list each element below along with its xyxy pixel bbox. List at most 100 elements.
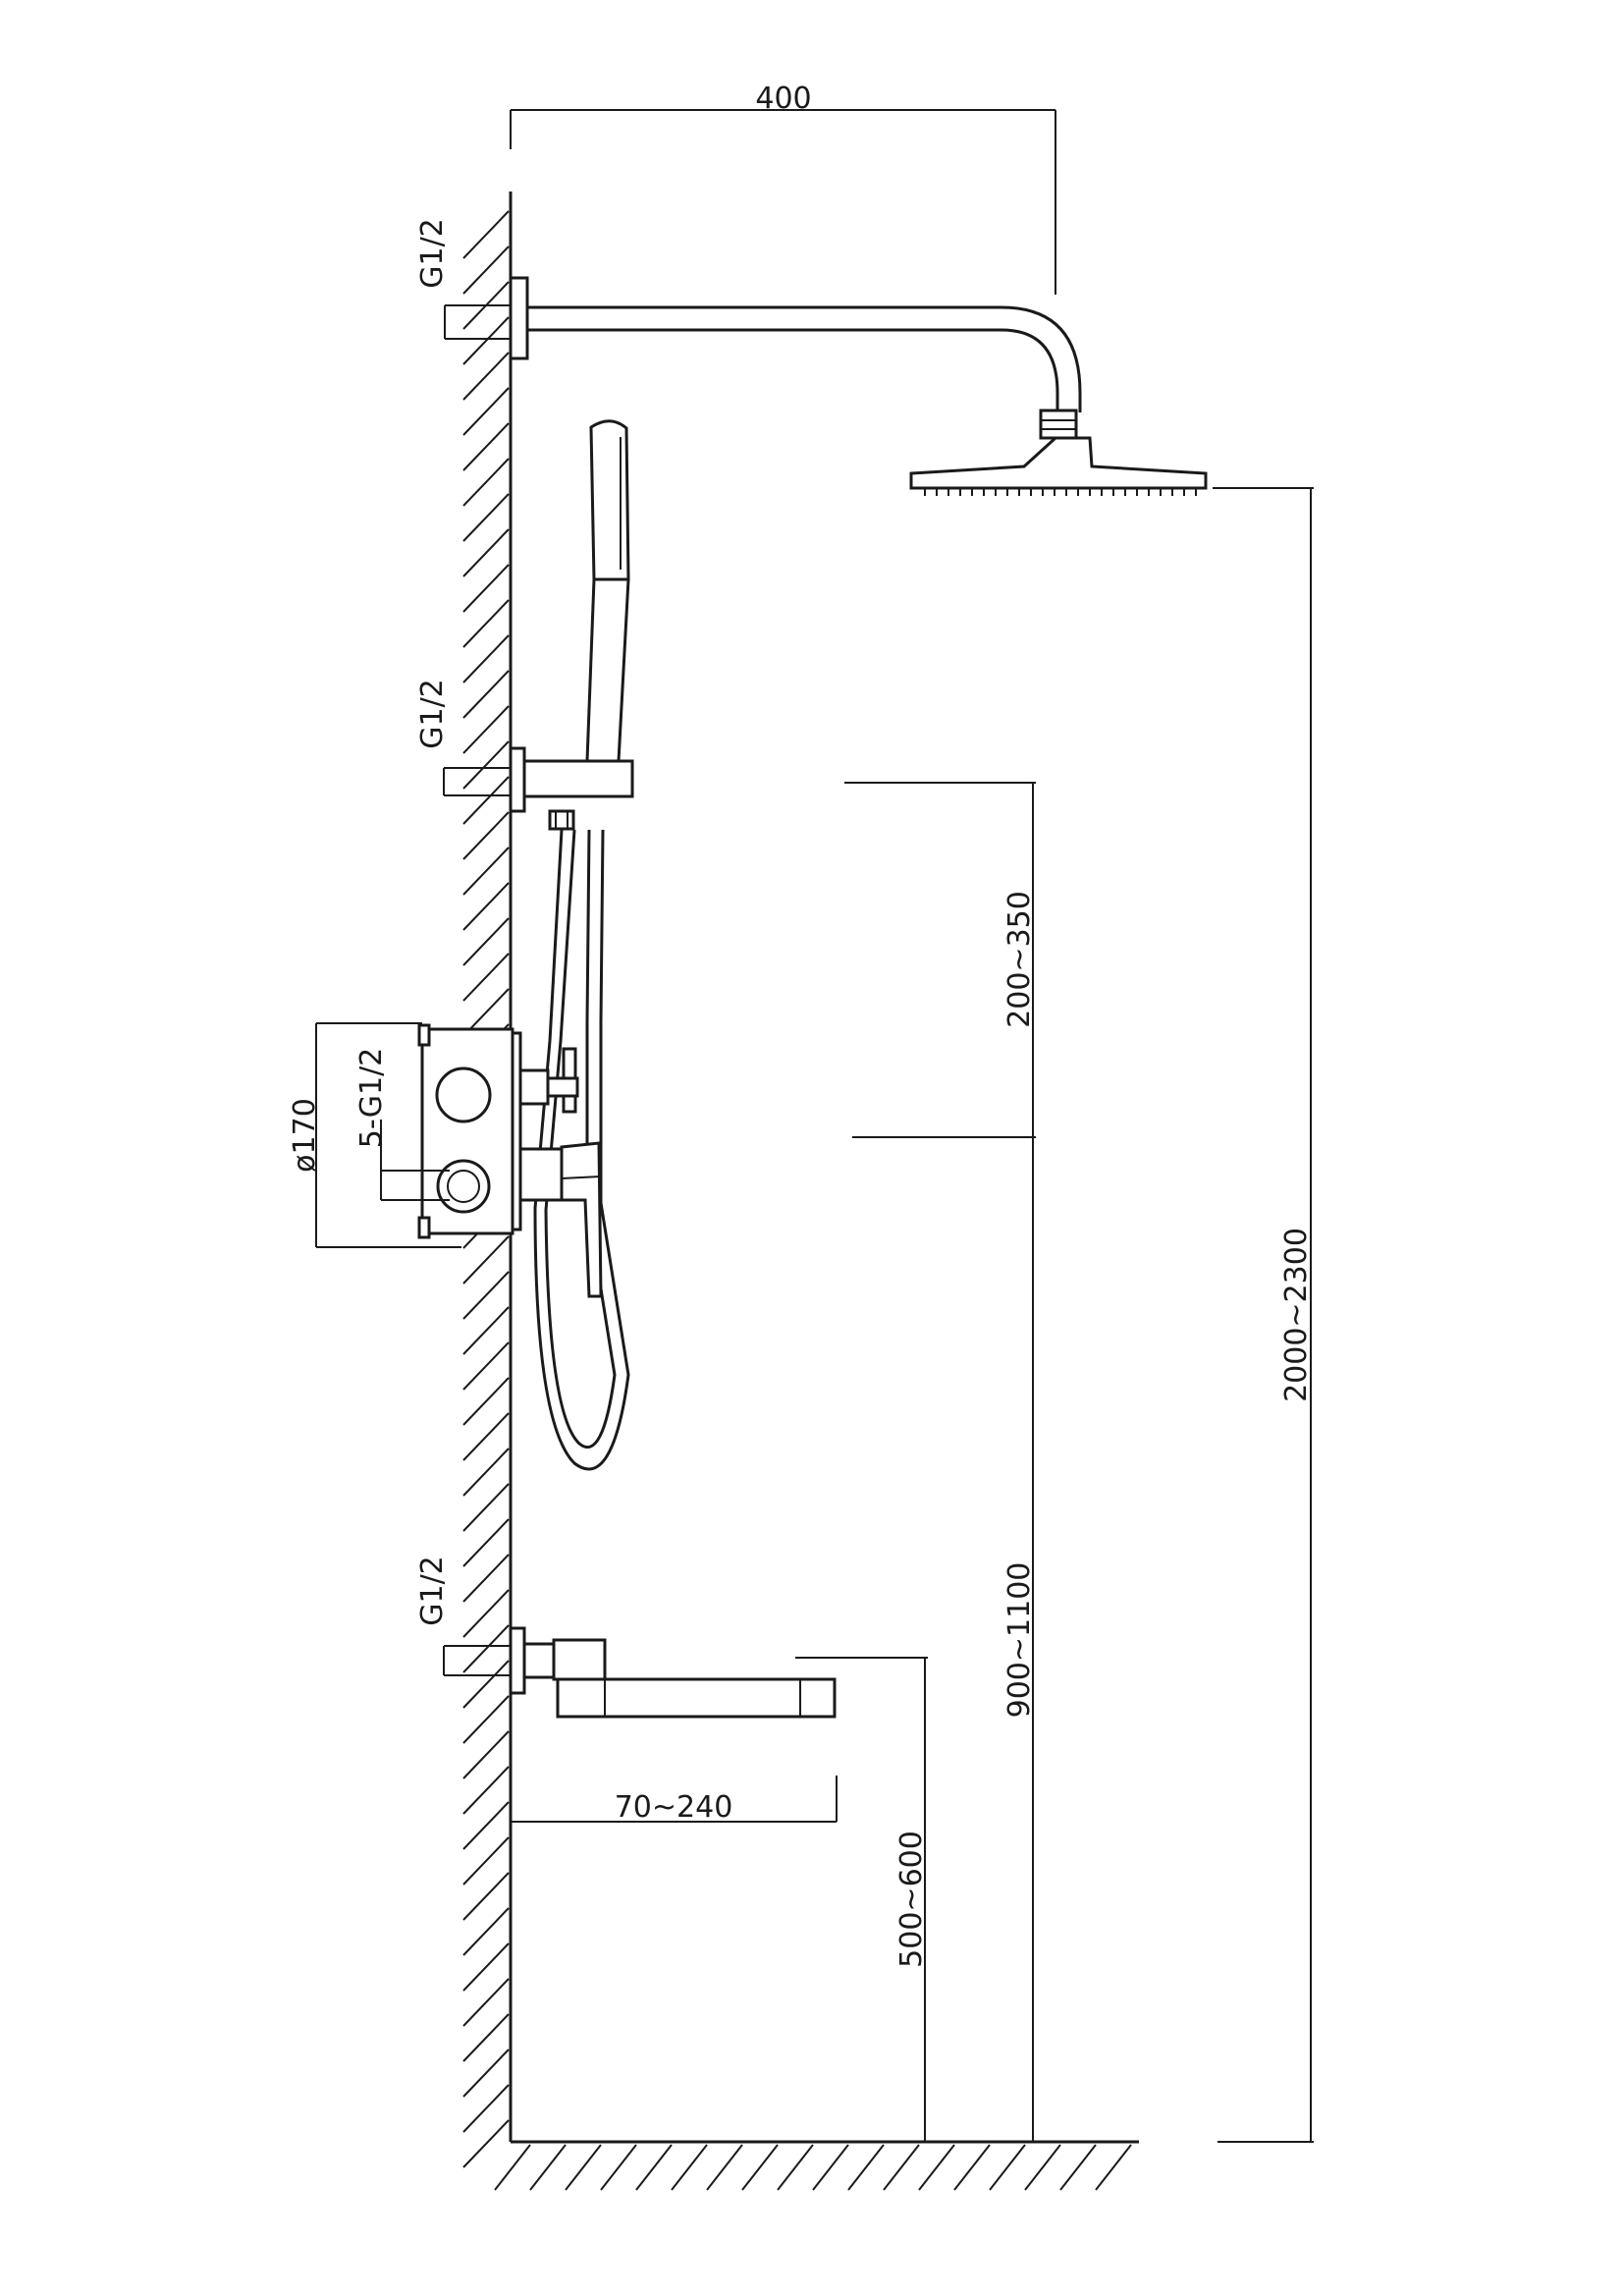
hose-connector: [548, 809, 575, 831]
valve-diameter-label: ø170: [288, 1098, 322, 1173]
hatch-line: [462, 953, 510, 1002]
hatch-line: [462, 1412, 510, 1461]
hose: [533, 829, 630, 1471]
diverter-knob: [518, 1068, 550, 1106]
hatch-line: [706, 2144, 743, 2191]
inlet-top: G1/2: [415, 218, 511, 340]
dimension-holder-to-valve: 200~350: [844, 782, 1037, 1138]
hatch-line: [462, 210, 510, 259]
valve-body: [420, 1027, 514, 1235]
hatch-line: [462, 811, 510, 860]
inlet-bottom-label: G1/2: [415, 1556, 450, 1626]
hatch-line: [529, 2144, 567, 2191]
valve-handle-base: [518, 1147, 564, 1202]
hatch-line: [462, 599, 510, 648]
hatch-line: [989, 2144, 1026, 2191]
hatch-line: [462, 1271, 510, 1320]
hatch-line: [462, 422, 510, 471]
hatch-line: [462, 917, 510, 966]
valve-port-lower: [436, 1159, 491, 1214]
hatch-line: [462, 1836, 510, 1886]
dimension-valve: ø170 5-G1/2: [288, 1022, 461, 1248]
head-nozzles: [924, 488, 1197, 496]
inlet-mid-label: G1/2: [415, 679, 450, 749]
head-height-label: 2000~2300: [1279, 1228, 1314, 1402]
hatch-line: [671, 2144, 708, 2191]
arm-wall-flange: [509, 276, 529, 360]
hatch-line: [462, 1730, 510, 1779]
hatch-line: [462, 670, 510, 719]
dimension-valve-height: 900~1100: [1002, 1137, 1037, 2142]
hatch-line: [462, 1766, 510, 1815]
hatch-line: [953, 2144, 991, 2191]
hatch-line: [462, 705, 510, 754]
hand-shower: [585, 419, 630, 762]
hatch-line: [462, 2013, 510, 2062]
hand-shower-head: [589, 419, 630, 581]
spout-flange: [509, 1626, 526, 1695]
hatch-line: [847, 2144, 885, 2191]
hatch-line: [462, 1907, 510, 1956]
dim-label-400: 400: [755, 82, 811, 116]
shower-arm: [509, 276, 1208, 496]
hatch-line: [883, 2144, 920, 2191]
hatch-line: [777, 2144, 814, 2191]
hatch-line: [812, 2144, 849, 2191]
hatch-line: [462, 1518, 510, 1567]
valve-lever: [560, 1141, 603, 1298]
hatch-line: [462, 634, 510, 683]
hatch-line: [462, 1554, 510, 1603]
hatch-line: [462, 1235, 510, 1285]
hatch-line: [462, 316, 510, 365]
hatch-line: [462, 740, 510, 790]
hatch-line: [462, 1978, 510, 2027]
dimension-head-height: 2000~2300: [1213, 487, 1314, 2143]
hatch-line: [462, 2119, 510, 2168]
valve-height-label: 900~1100: [1002, 1562, 1037, 1719]
hatch-line: [462, 1695, 510, 1744]
hatch-line: [462, 493, 510, 542]
spout-body: [552, 1638, 607, 1681]
hatch-line: [462, 1377, 510, 1426]
hatch-line: [462, 882, 510, 931]
hatch-line: [462, 1801, 510, 1850]
hatch-line: [462, 1306, 510, 1355]
hatch-line: [741, 2144, 779, 2191]
hatch-line: [462, 1872, 510, 1921]
hatch-line: [462, 776, 510, 825]
hatch-line: [1024, 2144, 1061, 2191]
hatch-line: [462, 1483, 510, 1532]
hatch-line: [462, 1341, 510, 1391]
valve-port-upper: [435, 1066, 492, 1123]
holder-to-valve-label: 200~350: [1002, 891, 1037, 1028]
hatch-line: [462, 1448, 510, 1497]
hatch-line: [462, 352, 510, 401]
hatch-line: [462, 1624, 510, 1673]
hatch-line: [494, 2144, 531, 2191]
shower-head: [909, 436, 1208, 490]
hatch-line: [1095, 2144, 1132, 2191]
hatch-line: [462, 458, 510, 507]
spout-arm: [556, 1677, 837, 1719]
dimension-spout-height: 500~600: [795, 1657, 929, 2142]
spout: G1/2: [415, 1556, 837, 1719]
hatch-line: [462, 564, 510, 613]
valve-ports-label: 5-G1/2: [354, 1048, 389, 1149]
holder-body: [522, 759, 634, 798]
spout-height-label: 500~600: [894, 1831, 929, 1968]
spout-projection-label: 70~240: [615, 1790, 733, 1825]
hatch-line: [462, 1589, 510, 1638]
hatch-line: [1059, 2144, 1097, 2191]
hatch-line: [462, 847, 510, 896]
dimension-spout-projection: 70~240: [511, 1776, 838, 1825]
hatch-line: [462, 246, 510, 295]
hatch-line: [462, 2084, 510, 2133]
hatch-line: [565, 2144, 602, 2191]
dimension-arm-reach: 400: [510, 82, 1056, 295]
hatch-line: [462, 528, 510, 577]
hatch-line: [462, 2049, 510, 2098]
inlet-top-label: G1/2: [415, 218, 450, 289]
holder-bracket: G1/2: [415, 679, 634, 831]
hatch-line: [462, 1660, 510, 1709]
